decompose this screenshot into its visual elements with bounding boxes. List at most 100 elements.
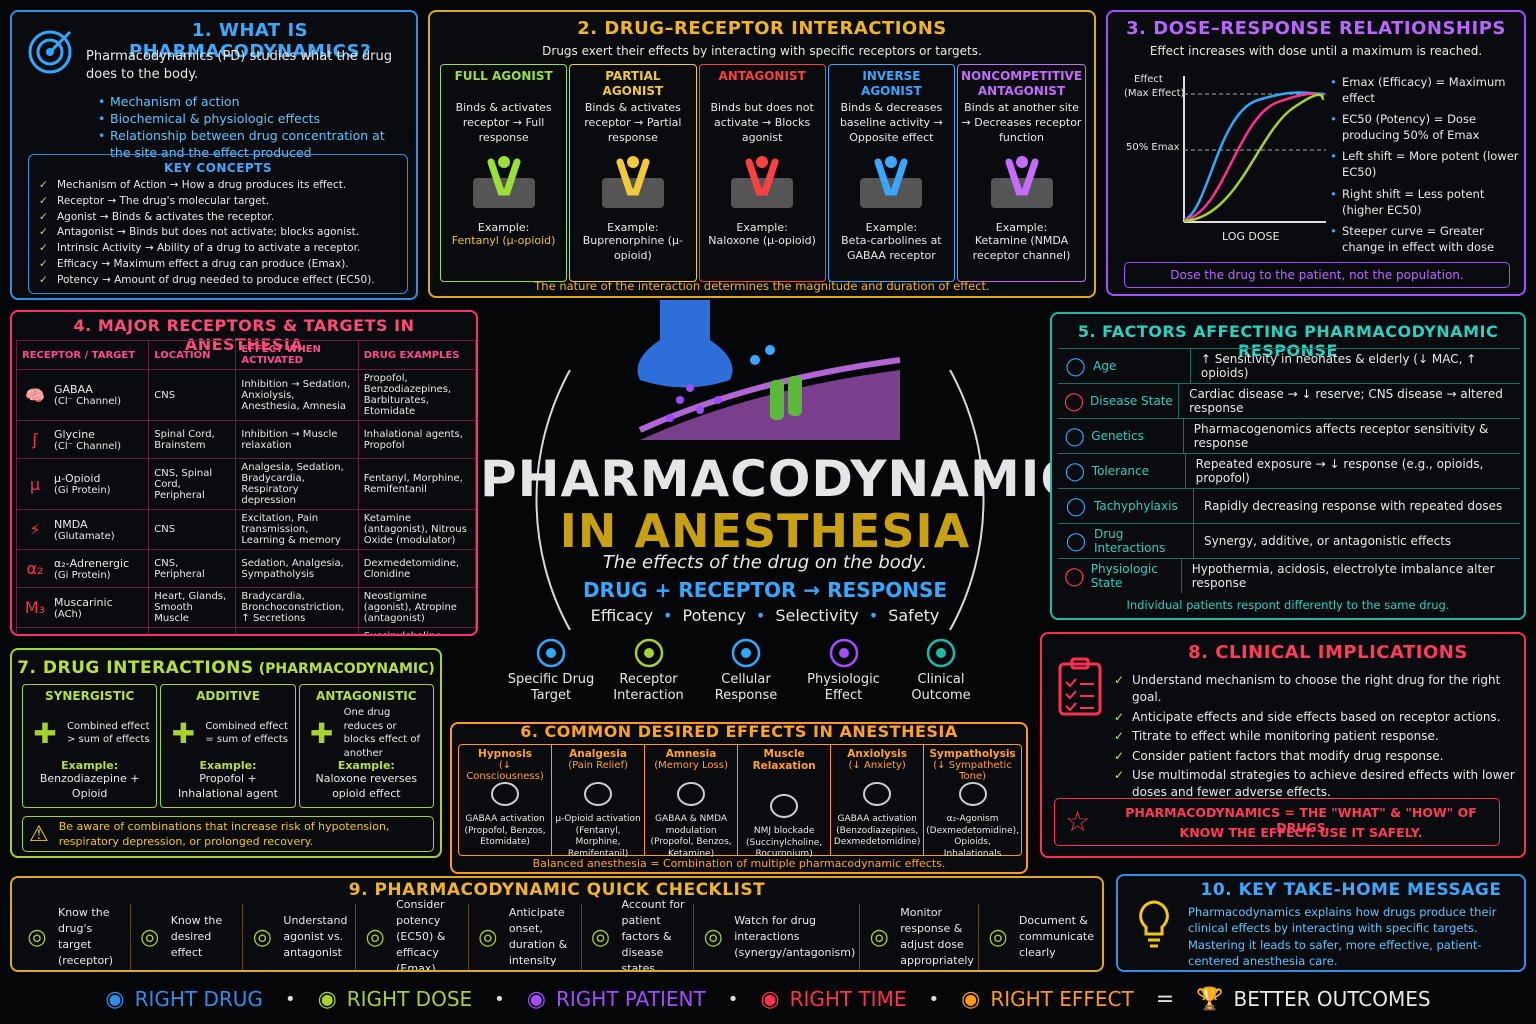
factor-name: Genetics [1091, 419, 1184, 453]
receptor-name: α₂-Adrenergic [54, 556, 130, 570]
target-icon: ◉ [961, 986, 981, 1012]
panel-major-receptors: 4. MAJOR RECEPTORS & TARGETS IN ANESTHES… [10, 310, 478, 636]
type-description: Binds but does not activate → Blocks ago… [710, 101, 814, 144]
checklist-text: Know the desired effect [170, 914, 223, 959]
effect-name: Anxiolysis [847, 748, 907, 760]
key-concepts-title: KEY CONCEPTS [163, 161, 273, 175]
cell-icon [701, 636, 791, 672]
implication-item: Understand mechanism to choose the right… [1112, 672, 1518, 707]
bullet-list: Mechanism of actionBiochemical & physiol… [98, 94, 398, 162]
ex-text: Succinylcholine (agonist), Rocuronium (a… [364, 631, 442, 634]
receptor-name: GABAA [54, 383, 93, 396]
bottom-bar: ◉RIGHT DRUG•◉RIGHT DOSE•◉RIGHT PATIENT•◉… [0, 978, 1536, 1020]
factor-description: Repeated exposure → ↓ response (e.g., op… [1195, 457, 1484, 485]
loc-text: CNS, Peripheral [154, 557, 205, 580]
effect-subtitle: (Pain Relief) [568, 760, 628, 771]
checklist-item: ◎Know the drug's target (receptor) [18, 904, 131, 970]
target-icon [506, 636, 596, 672]
bottom-item-label: RIGHT DOSE [346, 987, 473, 1011]
receptor-icon [703, 147, 822, 217]
curve-note: Steeper curve = Greater change in effect… [1330, 223, 1520, 255]
effect-description: μ-Opioid activation (Fentanyl, Morphine,… [555, 814, 641, 860]
interaction-name: ADDITIVE [196, 689, 260, 703]
example-label: Example: [865, 221, 918, 234]
factor-name: Tolerance [1092, 454, 1186, 488]
checklist-text: Document & communicate clearly [1018, 914, 1095, 959]
lightbulb-icon [1130, 896, 1178, 952]
factor-icon: ◯ [1065, 495, 1087, 517]
panel-title: 7. DRUG INTERACTIONS [17, 658, 254, 678]
implication-list: Understand mechanism to choose the right… [1112, 672, 1518, 804]
receptor-icon [444, 147, 563, 217]
panel-take-home: 10. KEY TAKE-HOME MESSAGE Pharmacodynami… [1116, 874, 1526, 972]
checklist-item: ◎Account for patient factors & disease s… [582, 898, 695, 970]
type-description: Binds & activates receptor → Full respon… [455, 101, 552, 144]
effect-columns: Hypnosis(↓ Consciousness)GABAA activatio… [458, 744, 1022, 859]
receptor-icon [573, 147, 692, 217]
factor-icon: ◯ [1064, 565, 1085, 587]
banner-line-1: PHARMACODYNAMICS = THE "WHAT" & "HOW" OF… [1125, 805, 1477, 835]
concept-list: Mechanism of Action → How a drug produce… [37, 178, 399, 288]
curve-notes: Emax (Efficacy) = Maximum effectEC50 (Po… [1330, 74, 1520, 260]
ex-cell: Ketamine (antagonist), Nitrous Oxide (mo… [357, 509, 476, 550]
x-axis-label: LOG DOSE [1222, 230, 1280, 243]
effect-icon [461, 774, 549, 814]
example-text: Naloxone reverses opioid effect [315, 772, 418, 800]
flow-step: Physiologic Effect [799, 636, 889, 705]
bottom-item: ◉RIGHT DRUG [105, 987, 263, 1012]
curve-note: Right shift = Less potent (higher EC50) [1330, 186, 1520, 218]
dose-response-curve [1183, 76, 1326, 223]
example-text: Benzodiazepine + Opioid [39, 772, 140, 800]
receptor-subtype: (Gi Protein) [54, 569, 111, 581]
bottom-item: ◉RIGHT PATIENT [527, 987, 706, 1012]
example-text: Beta-carbolines at GABAA receptor [841, 234, 942, 262]
concept-item: Receptor → The drug's molecular target. [37, 194, 399, 210]
effect-subtitle [740, 772, 828, 786]
panel-factors: 5. FACTORS AFFECTING PHARMACODYNAMIC RES… [1050, 312, 1526, 620]
effect-icon [647, 774, 735, 814]
intro-text: Pharmacodynamics (PD) studies what the d… [86, 49, 392, 82]
flow-step-label: Cellular Response [714, 672, 778, 704]
syringe-icon: ◉ [317, 986, 337, 1012]
eff-text: Excitation, Pain transmission, Learning … [241, 513, 341, 546]
checklist-text: Understand agonist vs. antagonist [283, 914, 348, 959]
receptor-icon: M₃ [24, 598, 46, 617]
panel-what-is-pd: 1. WHAT IS PHARMACODYNAMICS? Pharmacodyn… [10, 10, 418, 300]
flow-step-label: Physiologic Effect [807, 672, 880, 704]
target-icon: ◎ [27, 924, 47, 950]
bullet-separator: • [727, 988, 739, 1010]
interaction-name: ANTAGONISTIC [316, 689, 417, 703]
emax-label: (Max Effect) [1124, 88, 1185, 99]
ex-text: Propofol, Benzodiazepines, Barbiturates,… [363, 373, 452, 417]
loc-text: Heart, Glands, Smooth Muscle [154, 591, 227, 624]
tagline: The effects of the drug on the body. [602, 552, 928, 573]
panel-quick-checklist: 9. PHARMACODYNAMIC QUICK CHECKLIST ◎Know… [10, 876, 1104, 972]
pillar-efficacy: Efficacy [590, 606, 654, 625]
warning-icon: ⚠ [29, 821, 49, 847]
bullet-item: Relationship between drug concentration … [98, 128, 398, 162]
type-description: Binds & decreases baseline activity → Op… [839, 101, 943, 144]
example-label: Example: [61, 759, 119, 772]
eq-drug: DRUG [582, 578, 648, 602]
ex-cell: Propofol, Benzodiazepines, Barbiturates,… [357, 369, 476, 421]
example-text: Propofol + Inhalational agent [178, 772, 278, 800]
effect-description: GABAA activation (Benzodiazepines, Dexme… [833, 814, 921, 848]
ex-text: Dexmedetomidine, Clonidine [363, 557, 460, 580]
factor-name: Disease State [1090, 384, 1180, 418]
panel-title: 8. CLINICAL IMPLICATIONS [1188, 642, 1468, 663]
puzzle-icon: ✚ [33, 716, 57, 750]
checkbox-icon: ◎ [140, 924, 160, 950]
checklist-text: Account for patient factors & disease st… [621, 898, 685, 972]
type-name: PARTIAL AGONIST [602, 69, 664, 98]
curve-note: Emax (Efficacy) = Maximum effect [1330, 74, 1520, 106]
result-label: BETTER OUTCOMES [1233, 987, 1431, 1011]
